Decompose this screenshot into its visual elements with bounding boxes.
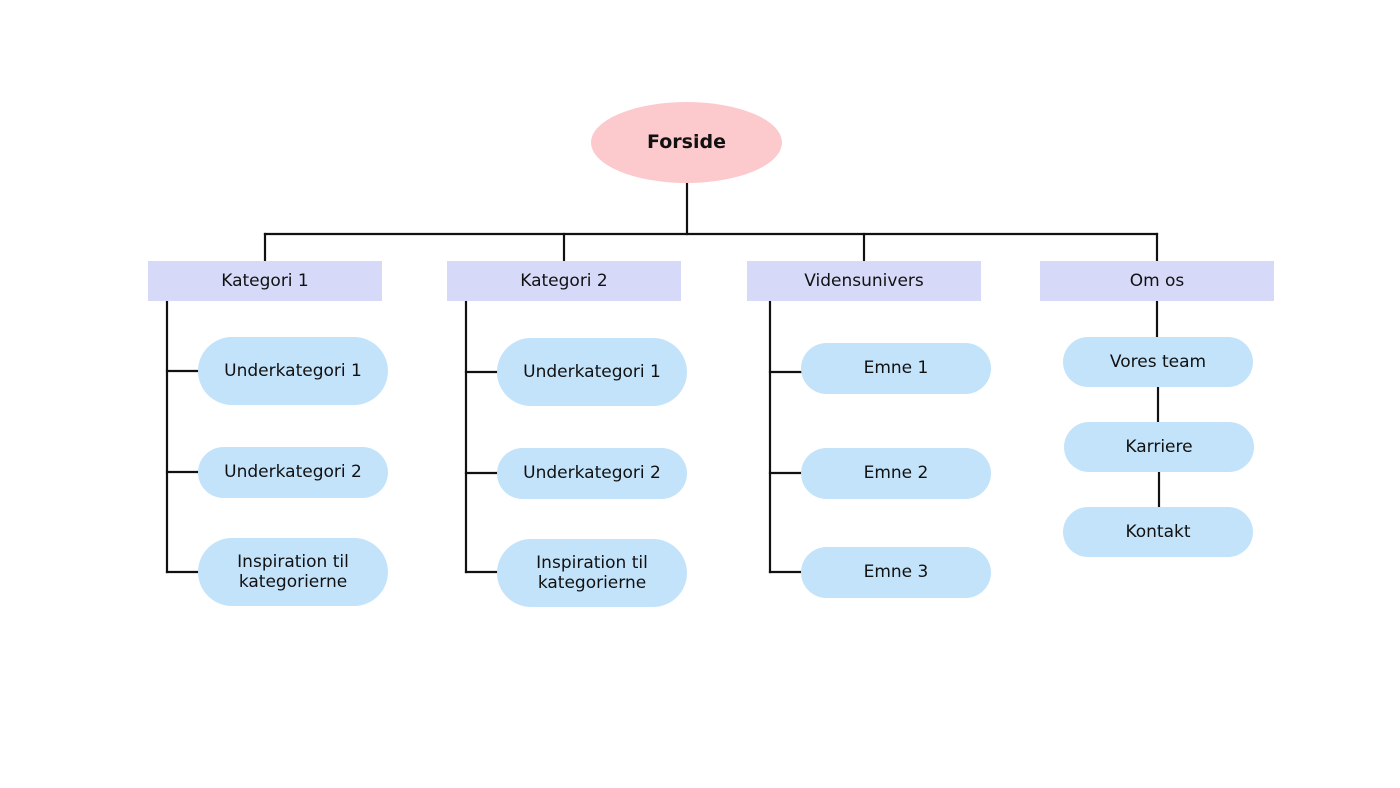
category-label: Kategori 1	[221, 270, 309, 291]
category-label: Om os	[1129, 270, 1185, 291]
leaf-label: Underkategori 2	[523, 463, 661, 484]
category-node-kategori-1: Kategori 1	[148, 261, 382, 301]
leaf-node-inspiration: Inspiration til kategorierne	[497, 539, 687, 607]
category-node-kategori-2: Kategori 2	[447, 261, 681, 301]
leaf-node-underkategori-2: Underkategori 2	[198, 447, 388, 498]
leaf-node-emne-2: Emne 2	[801, 448, 991, 499]
root-node-forside: Forside	[591, 102, 782, 183]
category-node-om-os: Om os	[1040, 261, 1274, 301]
category-label: Vidensunivers	[804, 270, 924, 291]
leaf-node-underkategori-1: Underkategori 1	[198, 337, 388, 405]
leaf-node-karriere: Karriere	[1064, 422, 1254, 472]
category-label: Kategori 2	[520, 270, 608, 291]
root-label: Forside	[647, 131, 726, 154]
leaf-node-underkategori-1: Underkategori 1	[497, 338, 687, 406]
leaf-label: Underkategori 2	[224, 462, 362, 483]
leaf-label: Inspiration til kategorierne	[237, 551, 349, 592]
leaf-label: Karriere	[1125, 436, 1193, 457]
leaf-label: Vores team	[1109, 351, 1207, 372]
leaf-node-kontakt: Kontakt	[1063, 507, 1253, 557]
leaf-node-vores-team: Vores team	[1063, 337, 1253, 387]
leaf-label: Emne 3	[863, 562, 929, 583]
leaf-node-underkategori-2: Underkategori 2	[497, 448, 687, 499]
leaf-label: Emne 2	[863, 463, 929, 484]
category-node-vidensunivers: Vidensunivers	[747, 261, 981, 301]
leaf-node-inspiration: Inspiration til kategorierne	[198, 538, 388, 606]
leaf-label: Emne 1	[863, 358, 929, 379]
leaf-label: Underkategori 1	[523, 361, 661, 382]
leaf-node-emne-1: Emne 1	[801, 343, 991, 394]
leaf-label: Kontakt	[1125, 521, 1191, 542]
leaf-node-emne-3: Emne 3	[801, 547, 991, 598]
leaf-label: Inspiration til kategorierne	[536, 552, 648, 593]
leaf-label: Underkategori 1	[224, 360, 362, 381]
